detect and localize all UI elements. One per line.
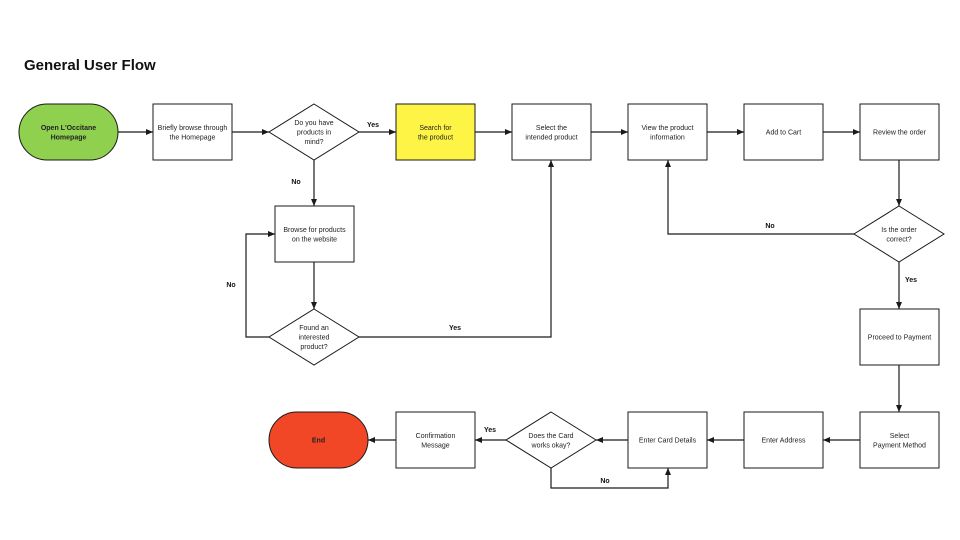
process-box-shape xyxy=(743,103,824,161)
node-end: End xyxy=(268,411,369,469)
node-label-line: on the website xyxy=(292,236,337,243)
start-terminal-shape xyxy=(18,103,119,161)
node-order-correct: Is the order correct? xyxy=(853,205,945,263)
node-label-line: Add to Cart xyxy=(766,130,801,137)
node-label-line: Homepage xyxy=(51,134,87,141)
node-label-line: Search for xyxy=(419,125,452,132)
process-box-shape xyxy=(627,411,708,469)
end-terminal-shape xyxy=(268,411,369,469)
node-label-line: the Homepage xyxy=(170,134,216,141)
process-box-shape xyxy=(859,308,940,366)
process-box-shape xyxy=(859,103,940,161)
decision-diamond-shape xyxy=(505,411,597,469)
edge-label-yes: Yes xyxy=(367,122,379,129)
node-proceed-payment: Proceed to Payment xyxy=(859,308,940,366)
edge-found-product-to-browse-website xyxy=(245,231,275,338)
node-label-line: the product xyxy=(418,134,453,141)
node-add-to-cart: Add to Cart xyxy=(743,103,824,161)
edges-layer xyxy=(118,129,902,489)
decision-diamond-shape xyxy=(853,205,945,263)
node-select-product: Select the intended product xyxy=(511,103,592,161)
process-box-shape xyxy=(859,411,940,469)
node-label-line: End xyxy=(312,438,325,445)
node-browse-website: Browse for products on the website xyxy=(274,205,355,263)
edge-label-yes: Yes xyxy=(905,277,917,284)
node-label-line: Proceed to Payment xyxy=(868,335,931,342)
node-label-line: intended product xyxy=(525,134,577,141)
node-enter-card: Enter Card Details xyxy=(627,411,708,469)
node-browse-homepage: Briefly browse through the Homepage xyxy=(152,103,233,161)
edge-order-correct-to-view-product-info xyxy=(665,160,854,235)
edge-label-no: No xyxy=(765,223,774,230)
node-label-line: View the product xyxy=(641,125,693,132)
decision-diamond-shape xyxy=(268,103,360,161)
node-review-order: Review the order xyxy=(859,103,940,161)
node-label-line: Select xyxy=(890,433,910,440)
node-label-line: information xyxy=(650,134,685,141)
node-enter-address: Enter Address xyxy=(743,411,824,469)
node-label-line: Does the Card xyxy=(528,433,573,440)
process-box-shape xyxy=(152,103,233,161)
node-label-line: Open L'Occitane xyxy=(41,125,96,132)
node-label-line: Is the order xyxy=(881,227,917,234)
edge-label-no: No xyxy=(600,478,609,485)
node-view-product-info: View the product information xyxy=(627,103,708,161)
diagram-title: General User Flow xyxy=(24,57,156,74)
process-box-shape xyxy=(395,103,476,161)
node-label-line: Enter Address xyxy=(762,438,806,445)
edge-label-no: No xyxy=(226,282,235,289)
process-box-shape xyxy=(743,411,824,469)
process-box-shape xyxy=(395,411,476,469)
process-box-shape xyxy=(274,205,355,263)
node-search-product: Search for the product xyxy=(395,103,476,161)
node-label-line: Briefly browse through xyxy=(158,125,228,132)
node-label-line: products in xyxy=(297,130,331,137)
node-label-line: Enter Card Details xyxy=(639,438,697,445)
edge-label-yes: Yes xyxy=(484,427,496,434)
edge-card-works-to-enter-card xyxy=(550,468,671,489)
process-box-shape xyxy=(511,103,592,161)
decision-diamond-shape xyxy=(268,308,360,366)
node-label-line: Found an xyxy=(299,325,329,332)
edge-label-yes: Yes xyxy=(449,325,461,332)
process-box-shape xyxy=(627,103,708,161)
edge-found-product-to-select-product xyxy=(359,160,554,338)
node-label-line: Confirmation xyxy=(416,433,456,440)
node-label-line: mind? xyxy=(304,139,323,146)
node-label-line: product? xyxy=(300,344,327,351)
node-label-line: Payment Method xyxy=(873,442,926,449)
node-label-line: Review the order xyxy=(873,130,927,137)
node-card-works: Does the Card works okay? xyxy=(505,411,597,469)
node-label-line: Browse for products xyxy=(283,227,346,234)
node-products-in-mind: Do you have products in mind? xyxy=(268,103,360,161)
node-found-product: Found an interested product? xyxy=(268,308,360,366)
node-label-line: interested xyxy=(299,335,330,342)
node-label-line: correct? xyxy=(886,236,911,243)
node-label-line: works okay? xyxy=(531,442,571,449)
node-label-line: Select the xyxy=(536,125,567,132)
node-label-line: Message xyxy=(421,442,450,449)
edge-label-no: No xyxy=(291,179,300,186)
node-label-line: Do you have xyxy=(294,120,333,127)
